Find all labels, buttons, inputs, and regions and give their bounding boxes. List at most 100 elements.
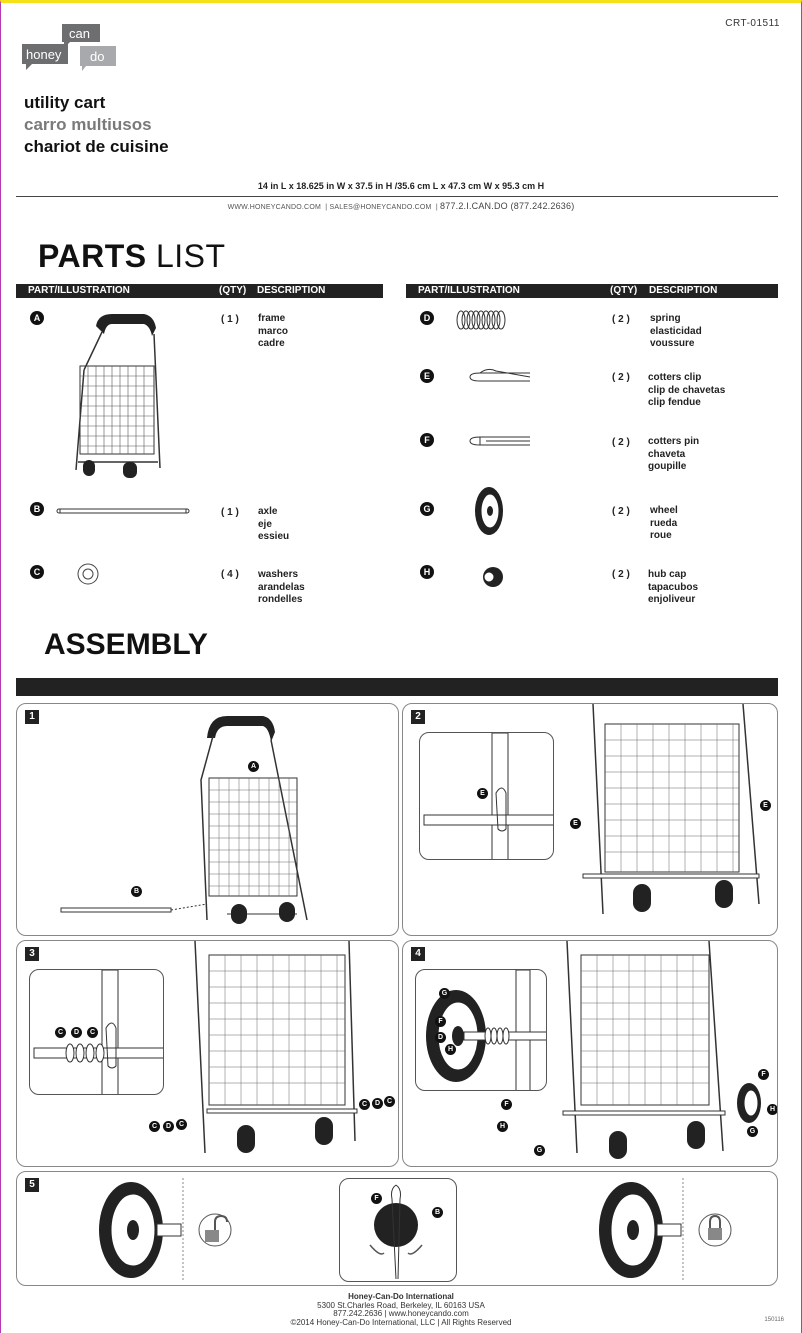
- part-letter-b: B: [30, 502, 44, 516]
- desc-fr: essieu: [258, 531, 290, 542]
- desc-en: wheel: [650, 505, 678, 516]
- desc-es: eje: [258, 518, 272, 530]
- part-letter-a: A: [30, 311, 44, 325]
- header-part: PART/ILLUSTRATION: [418, 285, 520, 296]
- callout-f: F: [371, 1193, 382, 1204]
- callout-g: G: [534, 1145, 545, 1156]
- step-4-panel: 4 G F D H F H G F H: [402, 940, 778, 1167]
- document-code: CRT-01511: [725, 18, 780, 29]
- step-number: 4: [411, 947, 425, 961]
- footer-company: Honey-Can-Do International: [348, 1292, 454, 1301]
- callout-c: C: [359, 1099, 370, 1110]
- parts-list-heading: PARTS LIST: [38, 238, 226, 275]
- step-5-inset: F B: [339, 1178, 457, 1282]
- callout-g: G: [439, 988, 450, 999]
- part-desc-g: wheel rueda roue: [650, 505, 678, 543]
- part-letter-c: C: [30, 565, 44, 579]
- cotter-clip-illustration: [466, 365, 532, 385]
- parts-table-header-right: PART/ILLUSTRATION (QTY) DESCRIPTION: [406, 284, 778, 298]
- callout-h: H: [767, 1104, 777, 1115]
- desc-es: arandelas: [258, 581, 305, 593]
- desc-en: hub cap: [648, 569, 687, 580]
- desc-fr: rondelles: [258, 594, 303, 605]
- step-1-diagram: [60, 716, 308, 924]
- part-letter-d: D: [420, 311, 434, 325]
- header-description: DESCRIPTION: [649, 285, 718, 296]
- contact-email[interactable]: SALES@HONEYCANDO.COM: [329, 204, 432, 211]
- callout-b: B: [432, 1207, 443, 1218]
- parts-heading-bold: PARTS: [38, 238, 147, 274]
- header-part: PART/ILLUSTRATION: [28, 285, 130, 296]
- logo-word-honey: honey: [26, 47, 62, 62]
- logo-word-do: do: [90, 49, 104, 64]
- header-qty: (QTY): [219, 285, 247, 296]
- part-desc-e: cotters clip clip de chavetas clip fendu…: [648, 372, 725, 410]
- hub-cap-illustration: [482, 566, 504, 588]
- footer-copyright: ©2014 Honey-Can-Do International, LLC | …: [290, 1317, 512, 1327]
- assembly-bar: [16, 678, 778, 696]
- callout-c: C: [176, 1119, 187, 1130]
- parts-table-header-left: PART/ILLUSTRATION (QTY) DESCRIPTION: [16, 284, 383, 298]
- callout-d: D: [71, 1027, 82, 1038]
- callout-b: B: [131, 886, 142, 897]
- cotter-pin-illustration: [466, 431, 532, 449]
- axle-illustration: [56, 506, 190, 516]
- part-qty-c: ( 4 ): [221, 569, 239, 580]
- callout-g: G: [747, 1126, 758, 1137]
- footer-phone-web: 877.242.2636 | www.honeycando.com: [333, 1309, 469, 1318]
- footer-code: 150116: [764, 1317, 784, 1323]
- desc-en: spring: [650, 313, 681, 324]
- header-description: DESCRIPTION: [257, 285, 326, 296]
- step-5-panel: 5 F B: [16, 1171, 778, 1286]
- step-5-wheel-locked: [599, 1178, 732, 1282]
- contact-line: WWW.HONEYCANDO.COM | SALES@HONEYCANDO.CO…: [227, 201, 575, 211]
- callout-a: A: [248, 761, 259, 772]
- part-qty-b: ( 1 ): [221, 507, 239, 518]
- desc-en: frame: [258, 313, 286, 324]
- part-qty-e: ( 2 ): [612, 372, 630, 383]
- part-qty-h: ( 2 ): [612, 569, 630, 580]
- desc-fr: roue: [650, 530, 672, 541]
- brand-logo: can honey do: [22, 24, 118, 72]
- callout-e: E: [570, 818, 581, 829]
- frame-illustration: [68, 310, 168, 480]
- callout-c: C: [149, 1121, 160, 1132]
- footer-address: 5300 St.Charles Road, Berkeley, IL 60163…: [317, 1300, 485, 1310]
- part-qty-d: ( 2 ): [612, 314, 630, 325]
- divider: [16, 196, 778, 197]
- callout-f: F: [435, 1016, 446, 1027]
- desc-es: elasticidad: [650, 325, 702, 337]
- part-qty-a: ( 1 ): [221, 314, 239, 325]
- desc-en: washers: [258, 569, 299, 580]
- desc-fr: clip fendue: [648, 397, 701, 408]
- contact-phone: 877.2.I.CAN.DO (877.242.2636): [440, 201, 575, 211]
- part-letter-h: H: [420, 565, 434, 579]
- part-qty-g: ( 2 ): [612, 506, 630, 517]
- step-5-wheel-unlocked: [99, 1178, 232, 1282]
- part-letter-e: E: [420, 369, 434, 383]
- step-1-panel: 1 A B: [16, 703, 399, 936]
- product-title: utility cart carro multiusos chariot de …: [24, 92, 169, 158]
- desc-fr: goupille: [648, 461, 687, 472]
- callout-d: D: [163, 1121, 174, 1132]
- title-spanish: carro multiusos: [24, 115, 152, 134]
- callout-e: E: [477, 788, 488, 799]
- desc-es: chaveta: [648, 448, 686, 460]
- header-qty: (QTY): [610, 285, 638, 296]
- spring-illustration: [455, 309, 507, 331]
- assembly-heading: ASSEMBLY: [44, 628, 208, 661]
- desc-es: rueda: [650, 517, 678, 529]
- part-desc-c: washers arandelas rondelles: [258, 569, 305, 607]
- desc-en: cotters clip: [648, 372, 702, 383]
- step-4-diagram: [562, 941, 761, 1159]
- callout-d: D: [372, 1098, 383, 1109]
- step-2-panel: 2 E E E: [402, 703, 778, 936]
- step-4-inset: [415, 969, 547, 1091]
- desc-en: cotters pin: [648, 436, 700, 447]
- contact-website[interactable]: WWW.HONEYCANDO.COM: [227, 204, 321, 211]
- callout-h: H: [497, 1121, 508, 1132]
- part-qty-f: ( 2 ): [612, 437, 630, 448]
- step-3-diagram: [194, 941, 358, 1154]
- logo-word-can: can: [69, 26, 90, 41]
- callout-c: C: [87, 1027, 98, 1038]
